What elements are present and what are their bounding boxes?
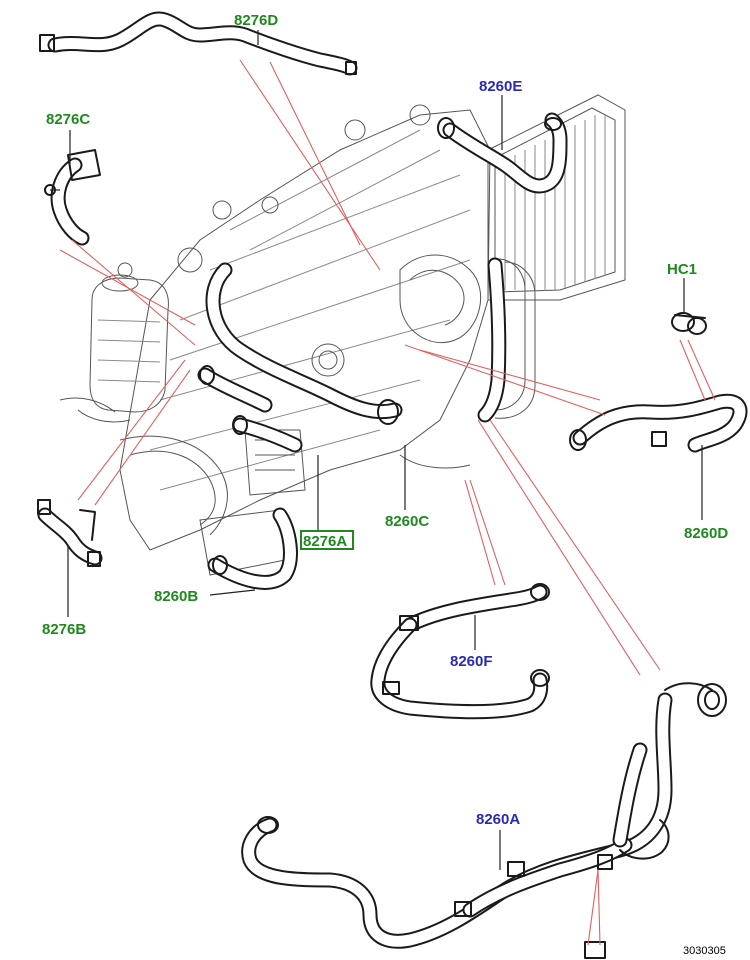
label-8260D: 8260D	[684, 525, 728, 542]
label-8276D: 8276D	[234, 12, 278, 29]
leader-lines	[59, 59, 716, 946]
part-8276D-pipe	[39, 11, 358, 76]
callout-stems	[67, 30, 703, 870]
label-8260E: 8260E	[479, 78, 522, 95]
label-8260A: 8260A	[476, 811, 520, 828]
radiator	[487, 94, 626, 301]
expansion-tank	[89, 274, 169, 413]
part-HC1-clamp	[671, 312, 707, 335]
part-8276B-pipe	[37, 499, 103, 567]
engine-block	[117, 104, 491, 576]
reference-number: 3030305	[683, 945, 726, 957]
engine-assembly-drawing	[59, 94, 626, 576]
label-8276C: 8276C	[46, 111, 90, 128]
part-8260E-hose	[437, 112, 568, 194]
label-8276A-box: 8276A	[300, 530, 354, 550]
label-8260C: 8260C	[385, 513, 429, 530]
label-HC1: HC1	[667, 261, 697, 278]
label-8276B: 8276B	[42, 621, 86, 638]
callout-labels: 8276D 8276C 8260E HC1 8260D 8276B 8276A …	[42, 12, 728, 957]
part-8260A-hose	[241, 682, 727, 959]
label-8276A: 8276A	[303, 533, 347, 550]
part-8260D-hose	[569, 393, 748, 453]
installed-hoses	[197, 257, 507, 590]
part-8276C-pipe	[44, 149, 101, 246]
part-8260F-pipe	[370, 583, 550, 720]
label-8260F: 8260F	[450, 653, 493, 670]
label-8260B: 8260B	[154, 588, 198, 605]
